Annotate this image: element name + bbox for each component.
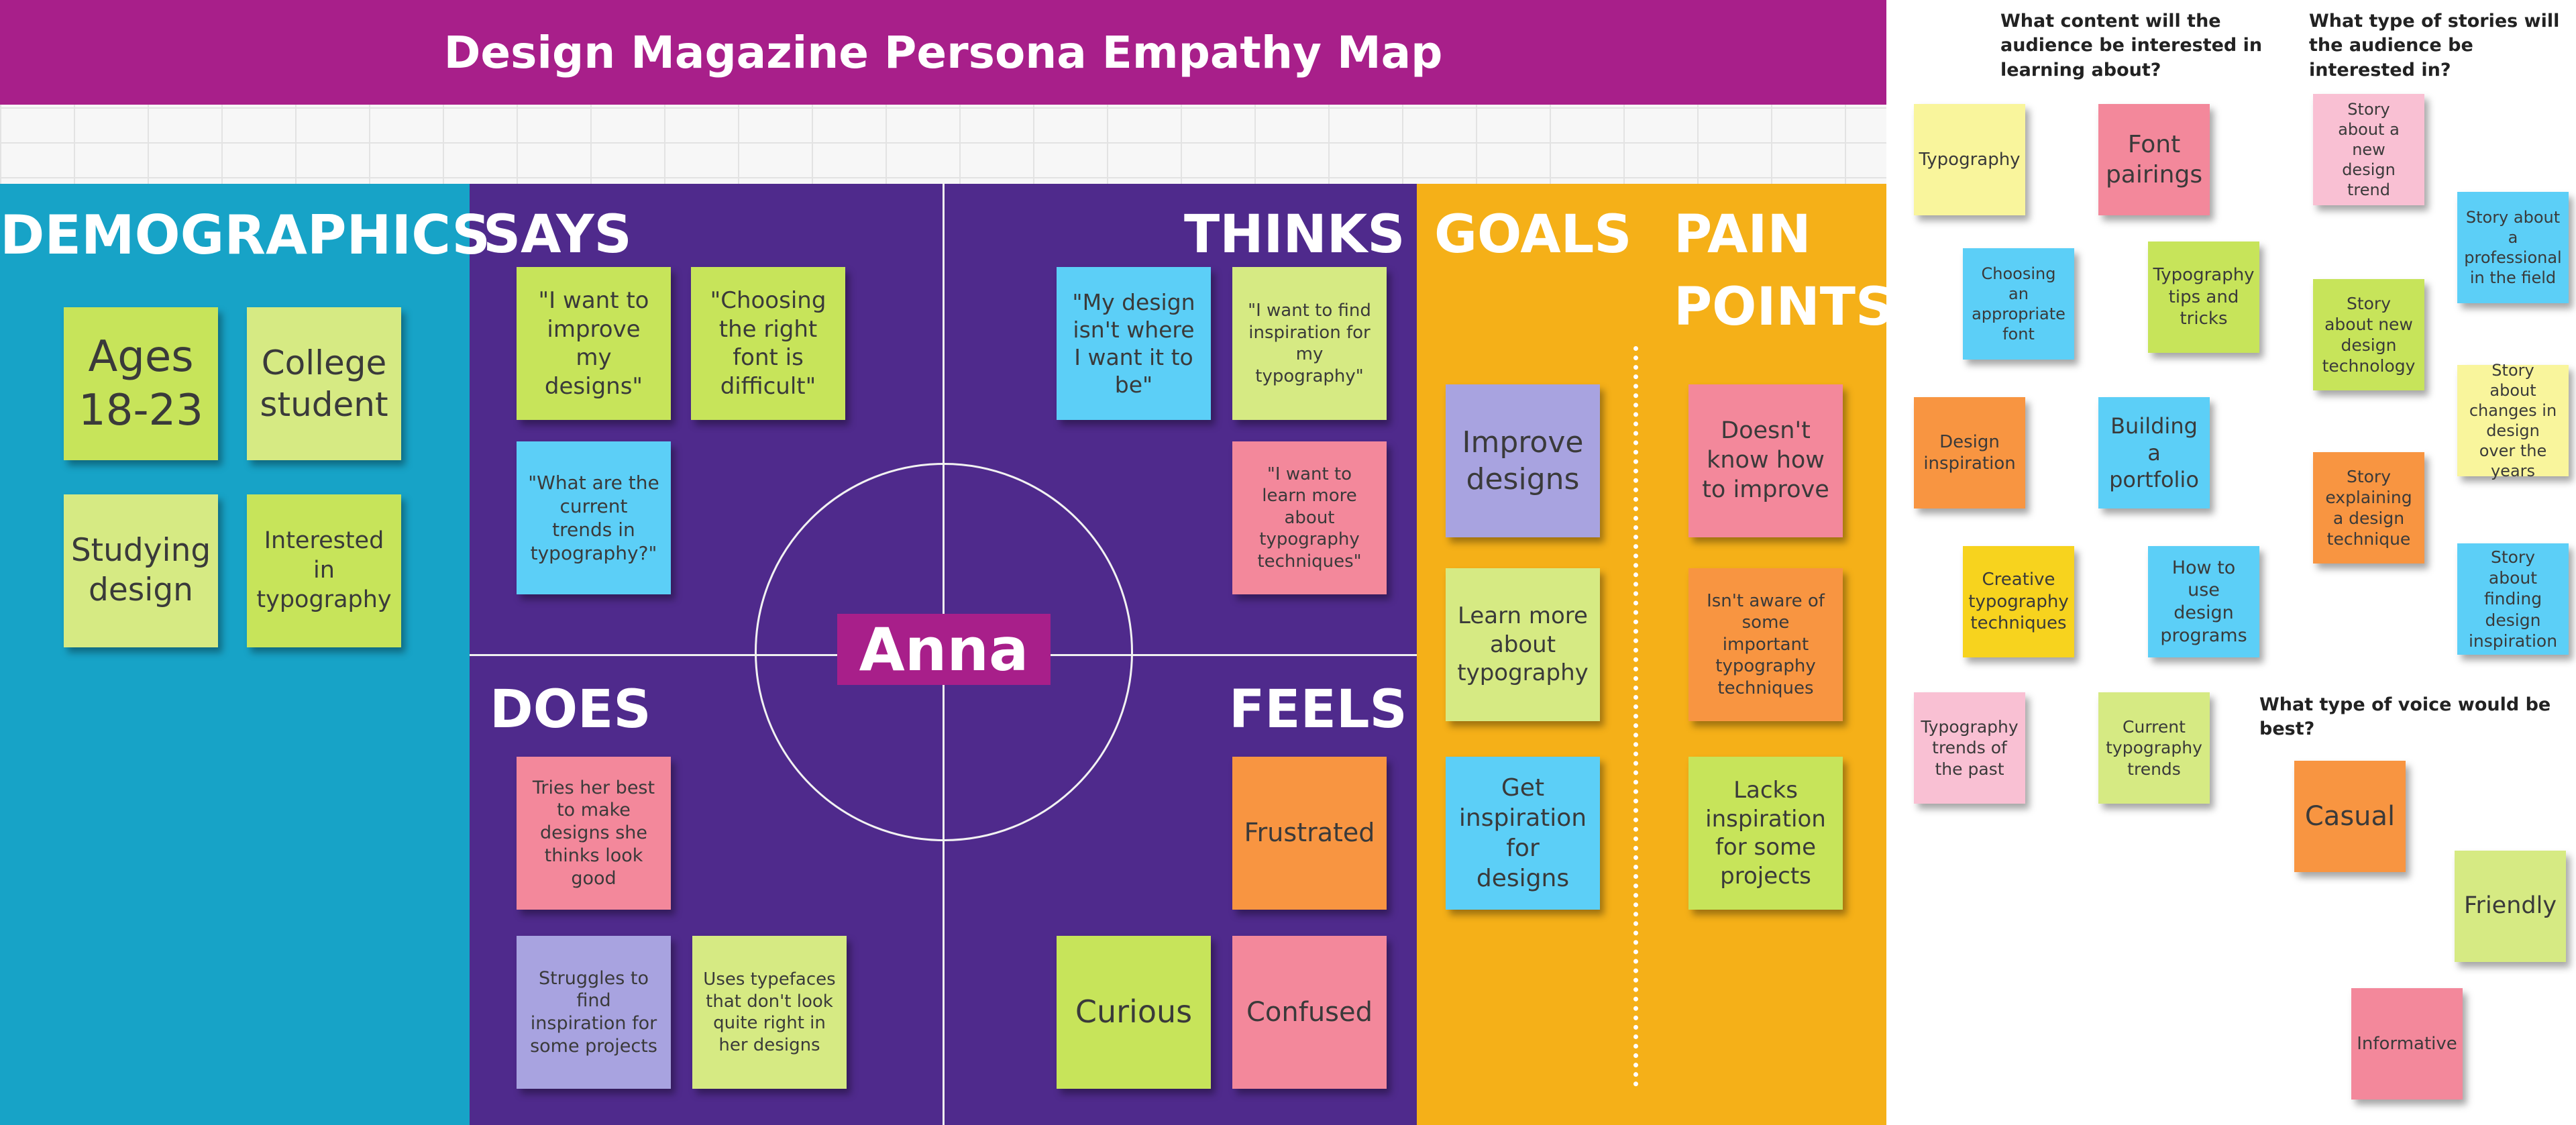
goals-pain-divider	[1633, 346, 1638, 1087]
sticky-note-says[interactable]: "Choosing the right font is difficult"	[691, 267, 845, 420]
sticky-note-content[interactable]: Choosing an appropriate font	[1963, 248, 2074, 360]
sticky-note-story[interactable]: Story about a professional in the field	[2457, 192, 2569, 303]
page-title: Design Magazine Persona Empathy Map	[443, 26, 1443, 78]
heading-feels: FEELS	[1229, 680, 1407, 740]
question-voice: What type of voice would be best?	[2259, 694, 2551, 740]
heading-demographics: DEMOGRAPHICS	[0, 204, 491, 266]
sticky-note-feels[interactable]: Confused	[1232, 936, 1387, 1089]
question-stories: What type of stories will the audience b…	[2309, 11, 2560, 81]
sticky-note-goal[interactable]: Get inspiration for designs	[1446, 757, 1600, 910]
sticky-note-demographic[interactable]: College student	[247, 307, 401, 460]
sticky-note-content[interactable]: Design inspiration	[1914, 397, 2025, 508]
sticky-note-story[interactable]: Story about finding design inspiration	[2457, 543, 2569, 655]
sticky-note-demographic[interactable]: Studying design	[64, 494, 218, 647]
heading-pain: PAIN	[1674, 205, 1811, 265]
sticky-note-content[interactable]: Font pairings	[2098, 104, 2210, 215]
sticky-note-voice[interactable]: Informative	[2351, 988, 2463, 1100]
sticky-note-feels[interactable]: Curious	[1057, 936, 1211, 1089]
sticky-note-goal[interactable]: Learn more about typography	[1446, 568, 1600, 721]
sticky-note-says[interactable]: "I want to improve my designs"	[517, 267, 671, 420]
sticky-note-demographic[interactable]: Ages 18-23	[64, 307, 218, 460]
canvas-grid	[0, 105, 1886, 184]
sticky-note-story[interactable]: Story about changes in design over the y…	[2457, 361, 2569, 480]
sticky-note-content[interactable]: Current typography trends	[2098, 692, 2210, 804]
persona-name[interactable]: Anna	[837, 614, 1051, 685]
sticky-note-story[interactable]: Story about new design technology	[2313, 279, 2424, 390]
sticky-note-does[interactable]: Tries her best to make designs she think…	[517, 757, 671, 910]
sticky-note-content[interactable]: Creative typography techniques	[1963, 546, 2074, 657]
sticky-note-voice[interactable]: Casual	[2294, 761, 2406, 872]
sticky-note-thinks[interactable]: "I want to find inspiration for my typog…	[1232, 267, 1387, 420]
sticky-note-demographic[interactable]: Interested in typography	[247, 494, 401, 647]
sticky-note-thinks[interactable]: "I want to learn more about typography t…	[1232, 441, 1387, 594]
sticky-note-pain-point[interactable]: Isn't aware of some important typography…	[1688, 568, 1843, 721]
heading-says: SAYS	[483, 205, 632, 265]
heading-goals: GOALS	[1434, 205, 1632, 265]
sticky-note-feels[interactable]: Frustrated	[1232, 757, 1387, 910]
sticky-note-content[interactable]: Typography	[1914, 104, 2025, 215]
sticky-note-content[interactable]: Typography tips and tricks	[2148, 242, 2259, 353]
sticky-note-content[interactable]: How to use design programs	[2148, 546, 2259, 657]
sticky-note-story[interactable]: Story explaining a design technique	[2313, 452, 2424, 564]
sticky-note-voice[interactable]: Friendly	[2455, 851, 2566, 962]
sticky-note-pain-point[interactable]: Doesn't know how to improve	[1688, 384, 1843, 537]
heading-points: POINTS	[1674, 277, 1894, 337]
sticky-note-pain-point[interactable]: Lacks inspiration for some projects	[1688, 757, 1843, 910]
question-content: What content will the audience be intere…	[2000, 11, 2263, 81]
sticky-note-says[interactable]: "What are the current trends in typograp…	[517, 441, 671, 594]
sticky-note-goal[interactable]: Improve designs	[1446, 384, 1600, 537]
sticky-note-does[interactable]: Struggles to find inspiration for some p…	[517, 936, 671, 1089]
sticky-note-does[interactable]: Uses typefaces that don't look quite rig…	[692, 936, 847, 1089]
sticky-note-story[interactable]: Story about a new design trend	[2313, 94, 2424, 205]
sticky-note-content[interactable]: Building a portfolio	[2098, 397, 2210, 508]
heading-thinks: THINKS	[1184, 205, 1405, 265]
heading-does: DOES	[490, 680, 651, 740]
sticky-note-content[interactable]: Typography trends of the past	[1914, 692, 2025, 804]
title-bar	[0, 0, 1886, 105]
persona-circle	[755, 463, 1133, 841]
sticky-note-thinks[interactable]: "My design isn't where I want it to be"	[1057, 267, 1211, 420]
